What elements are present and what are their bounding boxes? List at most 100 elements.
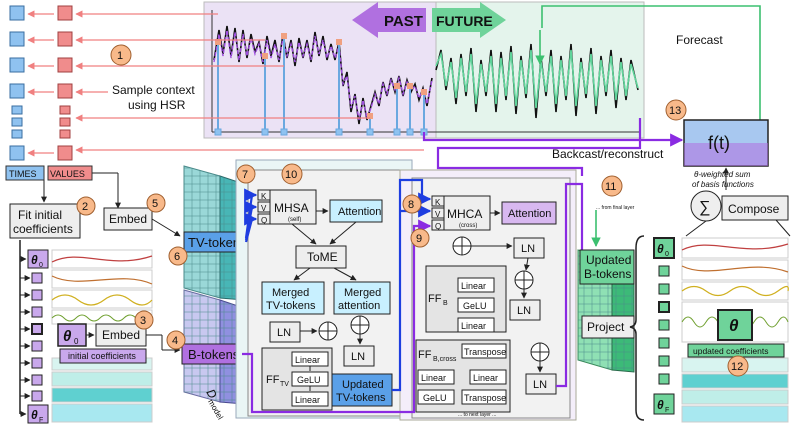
svg-text:B: B [443,300,448,307]
green-flow [535,5,761,247]
project-brace [629,235,645,421]
mhca-box [443,195,491,231]
embed-bottom-label: Embed [102,328,140,342]
svg-text:θ: θ [657,398,664,412]
svg-text:1: 1 [117,50,123,62]
basis-stripes-left [51,249,153,423]
step-6-badge [168,246,188,266]
future-label: FUTURE [436,13,493,29]
fit-line2: coefficients [13,222,73,236]
svg-text:B,cross: B,cross [433,356,457,363]
decoder-attention-label: Attention [508,208,551,220]
updated-coefficients-label: updated coefficients [693,346,768,356]
project-box [581,315,635,339]
svg-text:(cross): (cross) [459,223,477,229]
sample-values [215,33,427,119]
times-column [9,5,25,161]
step-10-badge [281,163,303,185]
svg-text:13: 13 [669,105,681,117]
svg-text:TV-tokens: TV-tokens [266,300,316,312]
times-badge [5,165,45,181]
svg-text:12: 12 [731,361,743,373]
compose-label: Compose [728,202,780,216]
sampling-arrows [27,10,424,157]
step-9-badge [410,228,430,248]
svg-text:K: K [261,192,267,201]
svg-text:TV: TV [280,381,289,388]
svg-text:∑: ∑ [699,199,710,216]
svg-text:attention: attention [338,300,380,312]
updated-b-tokens-box [579,249,635,285]
svg-text:Linear: Linear [461,281,486,291]
step-badges [76,44,749,377]
svg-text:F: F [39,417,43,424]
times-label: TIMES [9,169,37,179]
svg-text:0: 0 [39,262,43,269]
initial-coefficients-tag [59,348,147,364]
svg-text:Transpose: Transpose [464,393,506,403]
svg-text:B-tokens: B-tokens [584,267,631,281]
theta-big-box [717,309,753,341]
theta-column-right: θ 0 θ F [653,237,675,415]
decoder-ln3-box [525,373,557,395]
step-13-badge [665,99,687,121]
backcast-label: Backcast/reconstruct [552,147,664,161]
svg-text:0: 0 [74,337,79,346]
svg-text:GeLU: GeLU [297,375,321,385]
past-reconstruction [213,29,433,121]
svg-text:(self): (self) [288,217,301,223]
svg-text:8: 8 [408,199,414,211]
encoder-ln1-box [269,321,301,343]
svg-text:Linear: Linear [461,321,486,331]
mhsa-label: MHSA [274,201,309,215]
svg-text:Linear: Linear [421,373,446,383]
svg-text:of basis functions: of basis functions [692,180,754,189]
values-label: VALUES [50,169,85,179]
svg-text:Updated: Updated [586,253,631,267]
compose-box [721,195,789,221]
step-2-badge [76,196,96,216]
svg-text:K: K [435,198,441,207]
tome-box [295,245,347,269]
encoder-attention-label: Attention [338,206,381,218]
fit-coefficients-box [9,203,81,239]
step-3-badge [134,310,154,330]
basis-stripes-right [681,237,789,423]
step-12-badge [727,355,749,377]
svg-text:GeLU: GeLU [463,301,487,311]
decoder-attention-box [501,201,557,225]
svg-text:Q: Q [435,222,441,231]
updated-tv-box [331,373,393,407]
timeseries-panel: PAST FUTURE [203,1,645,139]
thetaF-left: θ [31,408,38,422]
svg-text:LN: LN [521,243,535,255]
svg-text:Transpose: Transpose [464,347,506,357]
past-arrow [352,2,426,38]
project-label: Project [587,320,625,334]
ft-label: f(t) [708,133,730,153]
fit-line1: Fit initial [18,208,62,222]
tv-tokens-label: TV-tokens [188,235,247,250]
past-series [213,25,433,125]
tome-label: ToME [307,250,338,264]
decoder-ln2-box [509,299,541,321]
sample-context-line2: using HSR [128,98,186,112]
svg-text:Linear: Linear [295,395,320,405]
step-1-badge [110,44,132,66]
svg-text:F: F [665,407,669,414]
sample-context-line1: Sample context [112,83,195,97]
svg-text:V: V [261,204,267,213]
forecast-label: Forecast [676,33,723,47]
svg-text:FF: FF [418,349,432,361]
theta0-left: θ [31,253,38,267]
step-5-badge [146,193,166,213]
step-11-badge [601,175,623,197]
svg-text:TV-tokens: TV-tokens [336,392,386,404]
svg-text:V: V [435,210,441,219]
svg-text:3: 3 [140,315,146,327]
svg-text:7: 7 [242,169,248,181]
svg-text:10: 10 [285,169,297,181]
svg-text:5: 5 [152,198,158,210]
merged-tv-box [261,281,325,315]
